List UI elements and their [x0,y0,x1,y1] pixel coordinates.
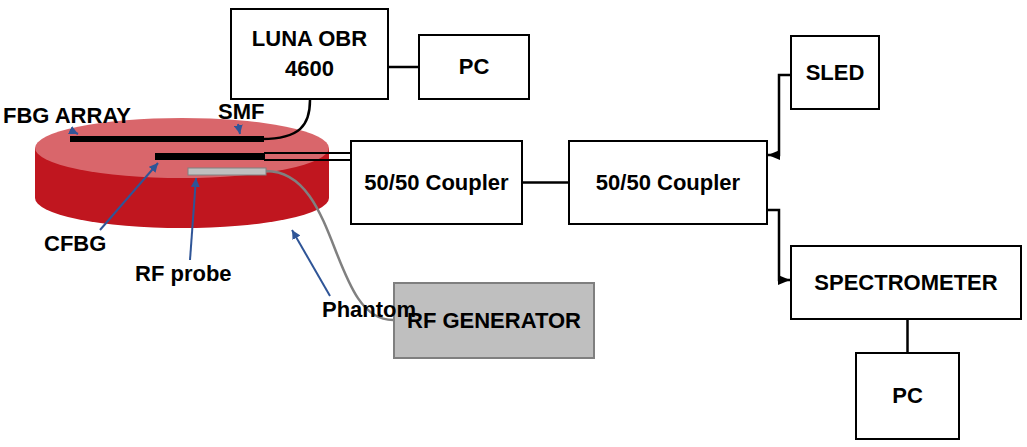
part-label: FBG ARRAY [3,104,131,128]
leader-arrow [190,178,196,260]
instrument-box: LUNA OBR 4600 [230,8,389,100]
part-label: Phantom [322,298,416,322]
fbg-array-fiber [70,136,264,142]
box-label: PC [453,52,496,82]
part-label: CFBG [44,232,106,256]
coupler-box: 50/50 Coupler [350,140,523,225]
fiber-connector [768,75,790,155]
fiber-connector [523,181,568,184]
part-label: SMF [218,100,264,124]
computer-box: PC [855,352,960,440]
cfbg-fiber [155,153,265,160]
generator-box: RF GENERATOR [393,282,595,359]
computer-box: PC [418,34,530,100]
smf-cable [262,100,310,139]
fiber-line [264,159,350,161]
coupler-box: 50/50 Coupler [568,140,768,225]
fiber-line [264,152,350,154]
leader-arrow [238,124,240,134]
leader-arrow [70,130,78,134]
box-label: 50/50 Coupler [358,168,514,198]
box-label: RF GENERATOR [401,306,587,336]
rf-probe [188,168,266,175]
leader-arrow [100,163,158,230]
source-box: SLED [790,35,880,110]
leader-arrow [292,230,330,296]
fiber-connector [906,320,909,352]
box-label: LUNA OBR 4600 [232,24,387,83]
box-label: SPECTROMETER [808,268,1003,298]
fiber-connector [389,66,418,69]
box-label: SLED [800,58,871,88]
box-label: 50/50 Coupler [590,168,746,198]
part-label: RF probe [135,262,232,286]
spectrometer-box: SPECTROMETER [790,245,1022,320]
fiber-connector [768,210,790,280]
box-label: PC [886,381,929,411]
